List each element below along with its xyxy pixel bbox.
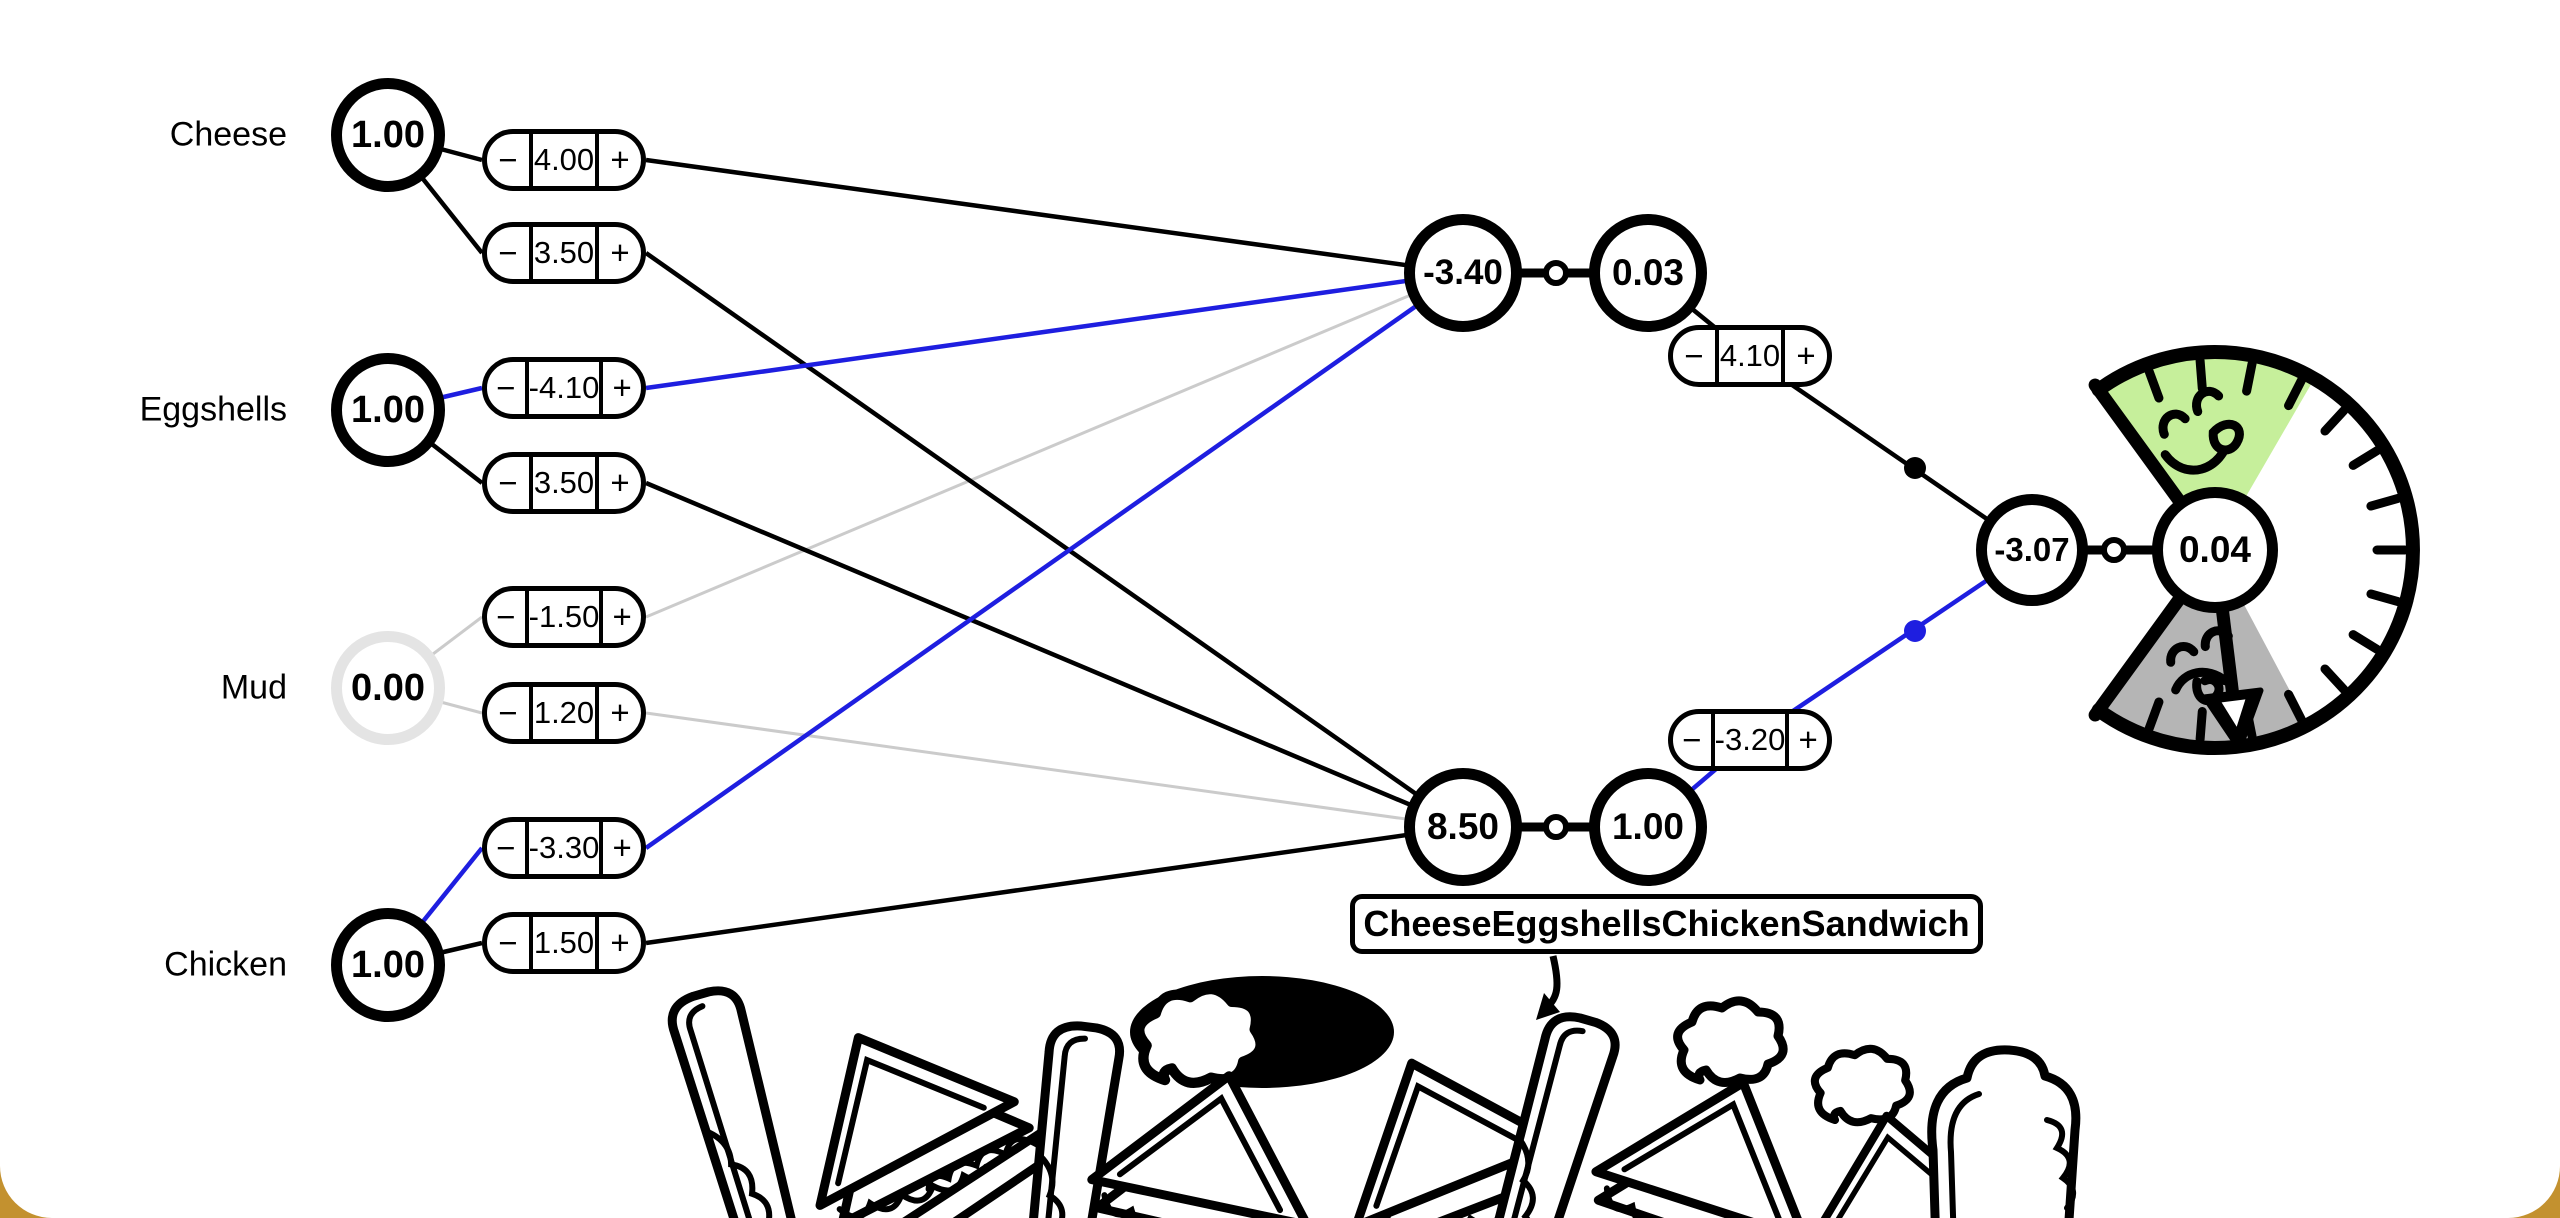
weight-pill-cheese-h1: − 4.00 + xyxy=(482,129,646,191)
activation-connector-icon-1 xyxy=(1543,260,1569,286)
weight-plus-button[interactable]: + xyxy=(612,598,632,635)
input-node-chicken[interactable]: 1.00 xyxy=(331,908,445,1022)
result-arrow-icon xyxy=(1536,955,1561,1020)
weight-minus-button[interactable]: − xyxy=(1684,337,1704,374)
weight-plus-button[interactable]: + xyxy=(1796,337,1816,374)
weight-plus-button[interactable]: + xyxy=(1798,721,1818,758)
weight-value: -3.20 xyxy=(1710,714,1790,766)
weight-pill-eggshells-h1: − -4.10 + xyxy=(482,357,646,419)
weight-plus-button[interactable]: + xyxy=(610,141,630,178)
weight-pill-mud-h1: − -1.50 + xyxy=(482,586,646,648)
weight-value: 3.50 xyxy=(529,457,599,509)
weight-value: -4.10 xyxy=(524,362,604,414)
happy-face-icon xyxy=(2158,386,2244,475)
weight-minus-button[interactable]: − xyxy=(498,464,518,501)
weight-pill-eggshells-h2: − 3.50 + xyxy=(482,452,646,514)
weight-minus-button[interactable]: − xyxy=(498,924,518,961)
hidden-activation-value: 0.03 xyxy=(1611,252,1684,293)
signal-dots xyxy=(1904,457,1926,642)
weight-pill-h1-output: − 4.10 + xyxy=(1668,325,1832,387)
result-label-text: CheeseEggshellsChickenSandwich xyxy=(1363,903,1970,944)
weight-minus-button[interactable]: − xyxy=(1682,721,1702,758)
input-label-mud: Mud xyxy=(220,668,287,707)
hidden-activation-node-2: 1.00 xyxy=(1589,768,1707,886)
input-value: 1.00 xyxy=(351,388,425,431)
weight-value: 4.00 xyxy=(529,134,599,186)
input-node-eggshells[interactable]: 1.00 xyxy=(331,353,445,467)
weight-minus-button[interactable]: − xyxy=(496,829,516,866)
signal-dot-blue xyxy=(1904,620,1926,642)
weight-value: 1.50 xyxy=(529,917,599,969)
weight-plus-button[interactable]: + xyxy=(610,464,630,501)
weight-value: 4.10 xyxy=(1715,330,1785,382)
weight-value: -3.30 xyxy=(524,822,604,874)
hidden-activation-value: 1.00 xyxy=(1611,806,1684,847)
weight-value: -1.50 xyxy=(524,591,604,643)
output-activation-value: 0.04 xyxy=(2178,529,2251,570)
weight-plus-button[interactable]: + xyxy=(612,369,632,406)
weight-plus-button[interactable]: + xyxy=(610,924,630,961)
hidden-activation-node-1: 0.03 xyxy=(1589,214,1707,332)
output-sum-node: -3.07 xyxy=(1976,494,2088,606)
sandwich-illustration xyxy=(666,976,2076,1218)
weight-pill-h2-output: − -3.20 + xyxy=(1668,709,1832,771)
input-value: 1.00 xyxy=(351,943,425,986)
hidden-sum-node-1: -3.40 xyxy=(1404,214,1522,332)
hidden-sum-node-2: 8.50 xyxy=(1404,768,1522,886)
input-label-cheese: Cheese xyxy=(169,115,287,154)
weight-pill-cheese-h2: − 3.50 + xyxy=(482,222,646,284)
weight-minus-button[interactable]: − xyxy=(496,598,516,635)
gauge-happy-zone xyxy=(2098,351,2315,550)
weight-minus-button[interactable]: − xyxy=(498,141,518,178)
weight-minus-button[interactable]: − xyxy=(498,234,518,271)
weight-plus-button[interactable]: + xyxy=(612,829,632,866)
weight-plus-button[interactable]: + xyxy=(610,234,630,271)
input-value: 0.00 xyxy=(351,666,425,709)
activation-connector-icon-2 xyxy=(1543,814,1569,840)
taste-gauge xyxy=(2088,345,2420,755)
weight-plus-button[interactable]: + xyxy=(610,694,630,731)
weight-value: 1.20 xyxy=(529,687,599,739)
weight-pill-chicken-h1: − -3.30 + xyxy=(482,817,646,879)
weight-pill-chicken-h2: − 1.50 + xyxy=(482,912,646,974)
input-node-cheese[interactable]: 1.00 xyxy=(331,78,445,192)
output-sum-value: -3.07 xyxy=(1994,531,2070,568)
output-activation-node: 0.04 xyxy=(2152,487,2278,613)
input-node-mud[interactable]: 0.00 xyxy=(331,631,445,745)
input-label-eggshells: Eggshells xyxy=(139,390,287,429)
hidden-sum-value: -3.40 xyxy=(1423,253,1503,292)
input-label-chicken: Chicken xyxy=(164,945,287,984)
gauge-arc xyxy=(2091,345,2420,755)
weight-value: 3.50 xyxy=(529,227,599,279)
result-label-box: CheeseEggshellsChickenSandwich xyxy=(1350,894,1983,954)
input-value: 1.00 xyxy=(351,113,425,156)
hidden-sum-value: 8.50 xyxy=(1426,806,1499,847)
activation-connector-icon-output xyxy=(2101,537,2127,563)
weight-minus-button[interactable]: − xyxy=(498,694,518,731)
weight-minus-button[interactable]: − xyxy=(496,369,516,406)
signal-dot-black xyxy=(1904,457,1926,479)
weight-pill-mud-h2: − 1.20 + xyxy=(482,682,646,744)
